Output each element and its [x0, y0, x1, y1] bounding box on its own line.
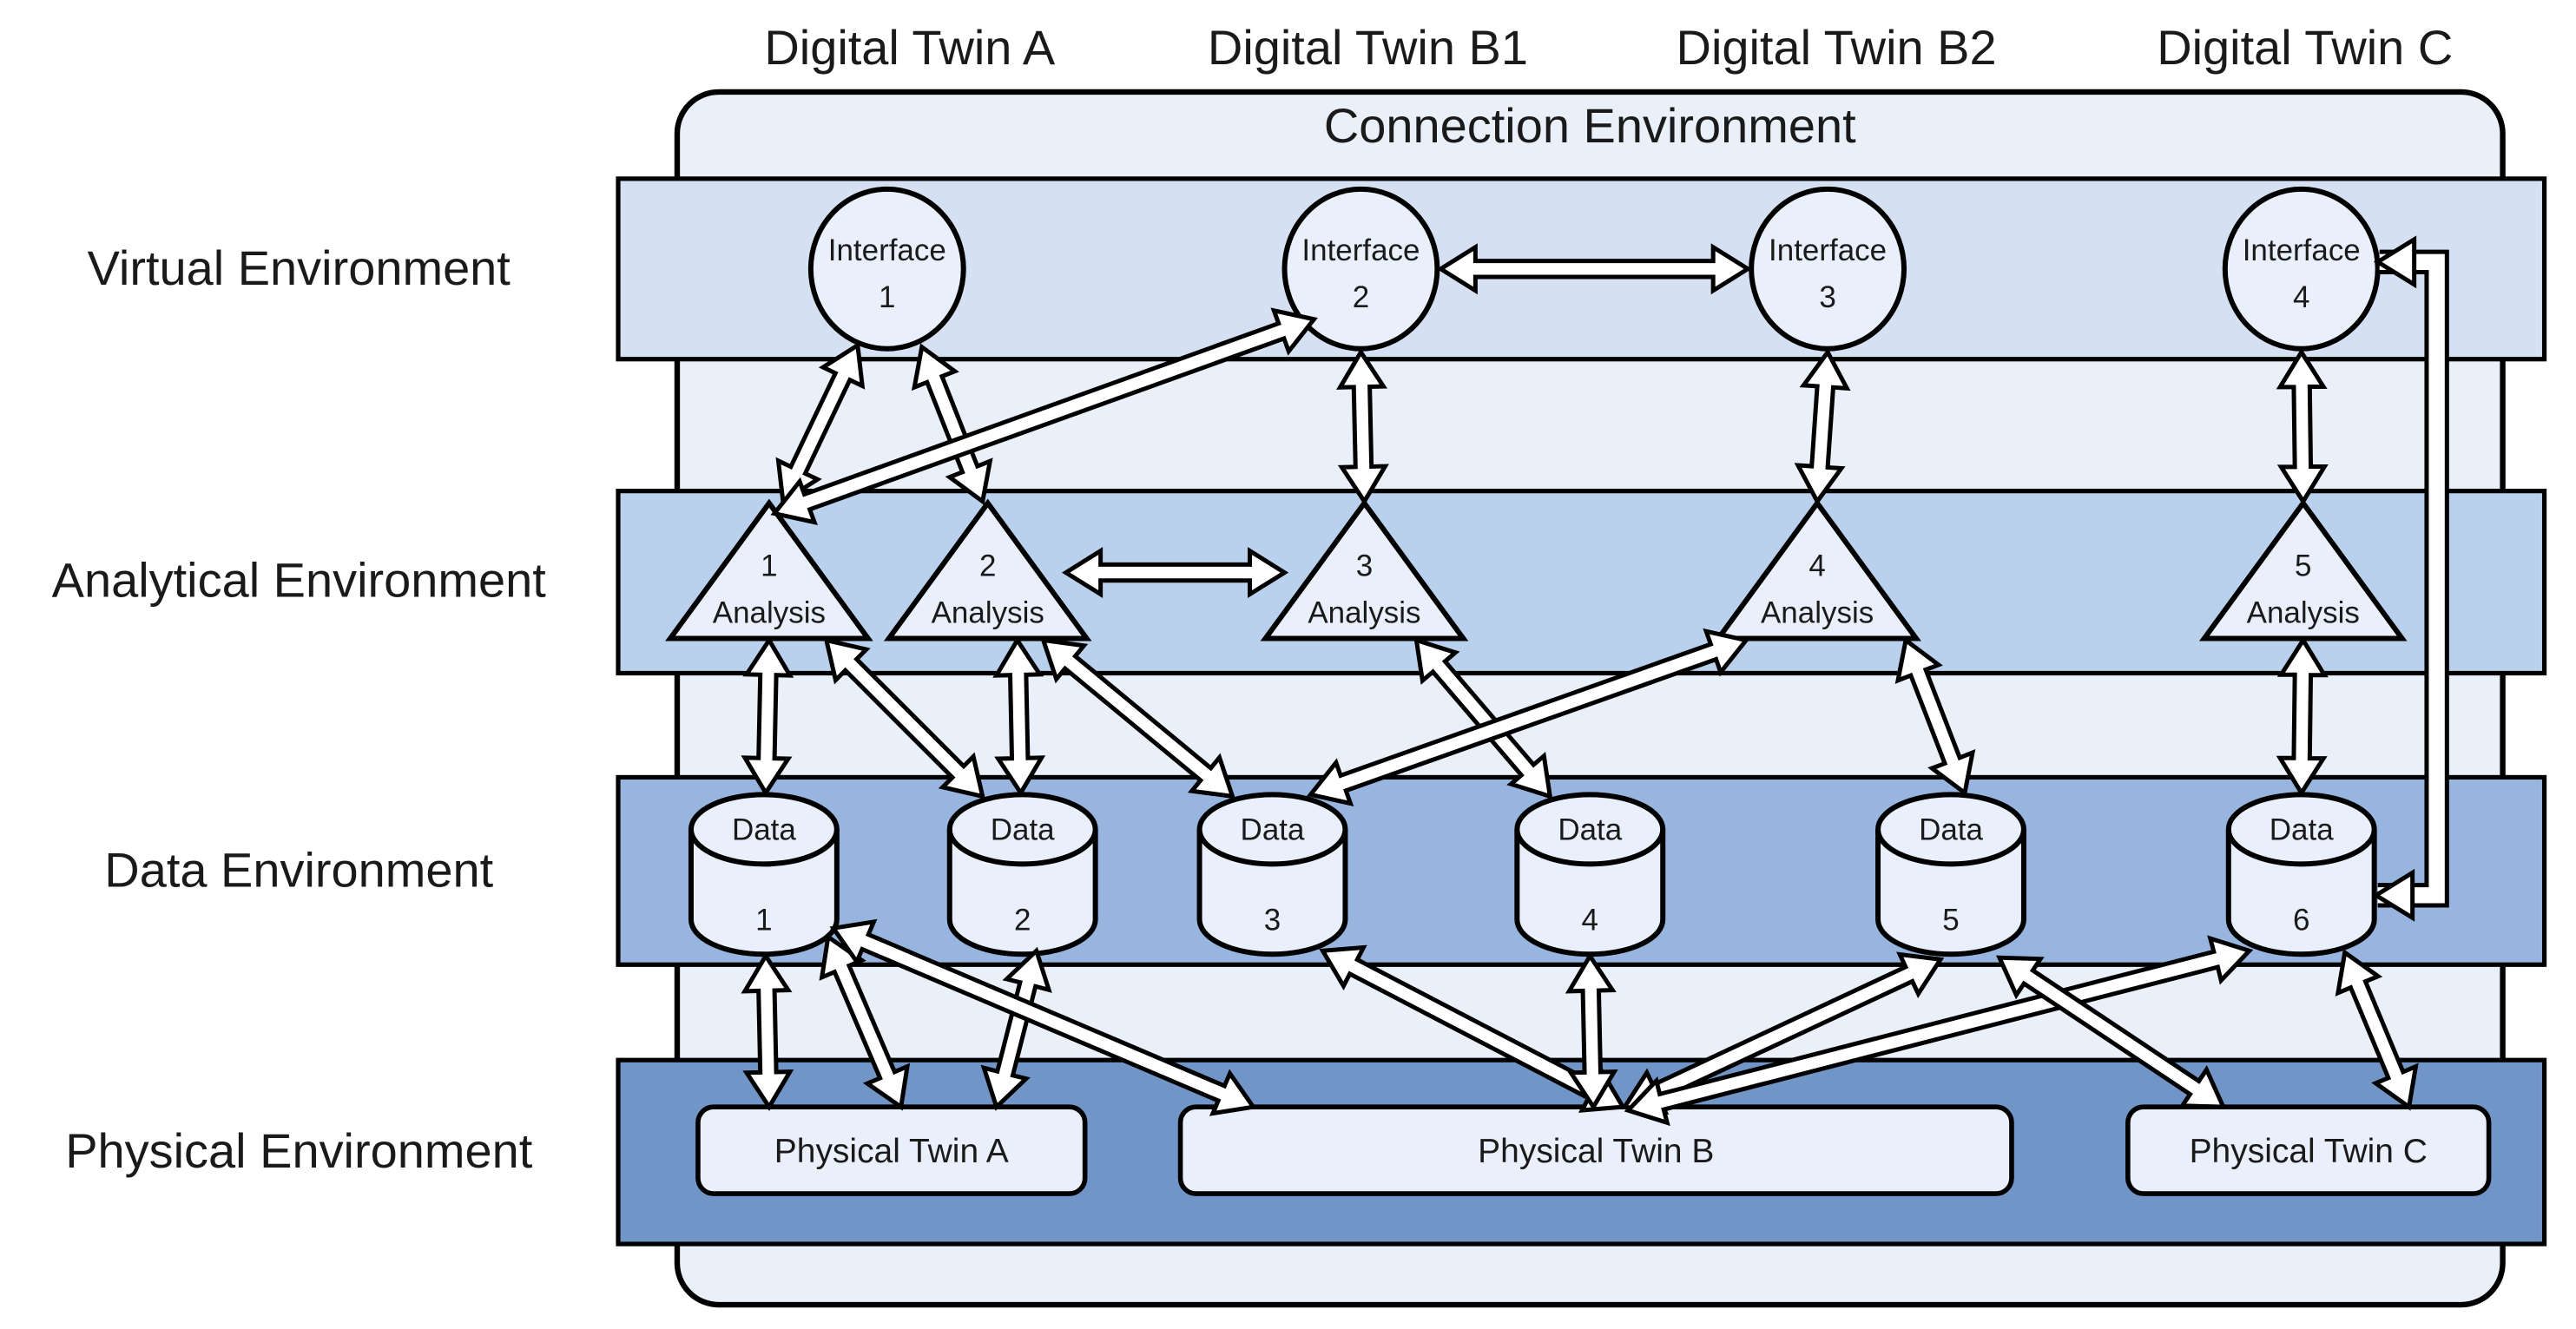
data-6-number: 6: [2293, 903, 2309, 937]
interface-1-number: 1: [879, 280, 895, 314]
env-label-virtual: Virtual Environment: [88, 240, 511, 295]
arrow-interface-2--analysis-3: [1336, 348, 1389, 506]
arrow-data-1--physical-twin-a: [819, 932, 911, 1111]
arrow-data-3--analysis-4: [1307, 628, 1750, 807]
arrow-interface-1--analysis-1: [775, 341, 866, 505]
physical-twin-c-label: Physical Twin C: [2190, 1133, 2428, 1170]
physical-twin-b-label: Physical Twin B: [1478, 1133, 1714, 1170]
arrow-physical-twin-b--data-6: [1624, 935, 2254, 1127]
interface-3-label: Interface: [1769, 234, 1887, 267]
analysis-4-label: Analysis: [1761, 596, 1874, 630]
analysis-2-label: Analysis: [932, 596, 1044, 630]
interface-2-label: Interface: [1301, 234, 1420, 267]
data-4-number: 4: [1582, 903, 1598, 937]
column-header-a: Digital Twin A: [764, 20, 1056, 75]
data-5-label: Data: [1919, 813, 1983, 846]
connector-arrowhead-interface-4: [2373, 235, 2417, 289]
arrow-data-1--physical-twin-b: [829, 918, 1257, 1116]
data-5-number: 5: [1942, 903, 1959, 937]
analysis-1-number: 1: [761, 549, 777, 583]
analysis-3-label: Analysis: [1308, 596, 1420, 630]
data-4-label: Data: [1558, 813, 1622, 846]
interface-1-shape: [807, 186, 966, 352]
analysis-5-label: Analysis: [2247, 596, 2360, 630]
column-header-c: Digital Twin C: [2157, 20, 2453, 75]
interface-4-number: 4: [2293, 280, 2309, 314]
arrow-analysis-1--data-2: [823, 637, 986, 799]
column-header-b2: Digital Twin B2: [1677, 20, 1997, 75]
connector-arrowhead-data-6: [2371, 868, 2415, 922]
data-6-label: Data: [2270, 813, 2334, 846]
analysis-1-label: Analysis: [713, 596, 826, 630]
data-5-outline: [1875, 829, 2026, 957]
data-1-outline: [688, 829, 840, 957]
data-1-label: Data: [732, 813, 796, 846]
interface-4-shape: [2222, 186, 2381, 352]
data-3-number: 3: [1264, 903, 1281, 937]
arrow-analysis-4--data-5: [1894, 636, 1976, 797]
arrow-analysis-5--data-6: [2276, 635, 2329, 798]
physical-twin-c-box: [2125, 1104, 2492, 1196]
arrow-interface-2--interface-3: [1436, 243, 1752, 295]
data-1-number: 1: [755, 903, 772, 937]
env-label-data: Data Environment: [104, 842, 493, 897]
interface-3-shape: [1749, 186, 1907, 352]
data-3-outline: [1196, 829, 1348, 957]
arrow-analysis-2--analysis-3: [1061, 547, 1289, 599]
analysis-2-number: 2: [979, 549, 996, 583]
data-2-number: 2: [1014, 903, 1031, 937]
arrow-analysis-2--data-3: [1040, 637, 1236, 799]
arrow-interface-3--analysis-4: [1794, 348, 1851, 506]
physical-twin-a-label: Physical Twin A: [774, 1133, 1009, 1170]
data-3-label: Data: [1241, 813, 1305, 846]
interface-4-label: Interface: [2243, 234, 2361, 267]
env-label-analytical: Analytical Environment: [52, 553, 547, 608]
column-header-b1: Digital Twin B1: [1208, 20, 1528, 75]
arrow-analysis-2--data-2: [992, 635, 1046, 798]
arrow-data-6--physical-twin-c: [2335, 948, 2419, 1111]
analysis-3-shape: [1260, 498, 1469, 641]
arrow-interface-4--analysis-5: [2276, 348, 2329, 506]
data-6-outline: [2225, 829, 2377, 957]
arrow-data-1--physical-twin-a: [741, 951, 794, 1111]
data-2-outline: [946, 829, 1098, 957]
analysis-5-number: 5: [2295, 549, 2311, 583]
arrow-analysis-3--data-4: [1413, 636, 1553, 799]
analysis-4-shape: [1713, 498, 1921, 641]
interface-3-number: 3: [1819, 280, 1835, 314]
connection-environment-title: Connection Environment: [1324, 98, 1856, 153]
arrow-interface-1--analysis-2: [911, 343, 993, 506]
arrow-physical-twin-b--data-5: [1620, 951, 1945, 1115]
analysis-4-number: 4: [1808, 549, 1825, 583]
arrow-analysis-1--interface-2: [770, 307, 1318, 526]
physical-twin-a-box: [695, 1104, 1088, 1196]
analysis-2-shape: [883, 498, 1092, 641]
arrow-analysis-1--data-1: [741, 635, 794, 798]
arrow-data-4--physical-twin-b: [1565, 951, 1618, 1111]
arrow-data-2--physical-twin-a: [980, 946, 1052, 1111]
interface-1-label: Interface: [828, 234, 946, 267]
arrow-data-5--physical-twin-c: [1996, 955, 2227, 1109]
analysis-3-number: 3: [1356, 549, 1373, 583]
env-label-physical: Physical Environment: [65, 1123, 532, 1178]
interface-2-number: 2: [1353, 280, 1369, 314]
data-2-label: Data: [991, 813, 1055, 846]
